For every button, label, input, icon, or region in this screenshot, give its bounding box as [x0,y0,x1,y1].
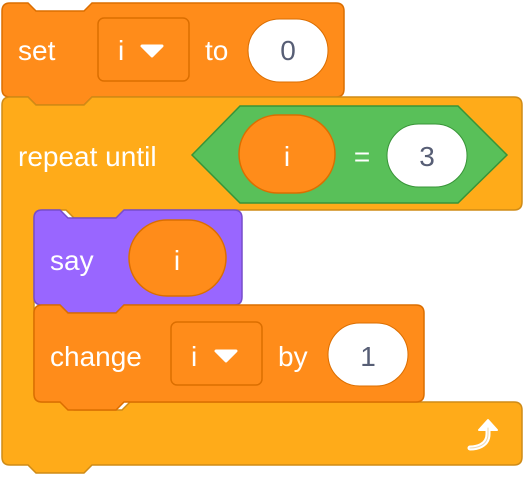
change-keyword: change [50,341,142,372]
say-value-variable: i [174,245,180,276]
set-to-label: to [205,35,228,66]
equals-sign: = [354,141,370,172]
repeat-until-block[interactable]: repeat until i = 3 [1,96,523,474]
set-keyword: set [18,35,56,66]
change-value-text: 1 [360,341,376,372]
repeat-until-keyword: repeat until [18,141,157,172]
change-variable-dropdown[interactable]: i [170,321,263,386]
say-value-reporter[interactable]: i [128,219,227,297]
change-by-label: by [278,341,308,372]
set-value-input[interactable]: 0 [247,18,329,83]
equals-operator-block[interactable]: i = 3 [190,105,509,204]
say-keyword: say [50,245,94,276]
equals-left-variable: i [284,141,290,172]
loop-arrow-icon [467,419,498,451]
dropdown-caret-icon [214,349,238,363]
set-block[interactable]: set i to 0 [1,2,345,106]
dropdown-caret-icon [140,44,164,58]
change-block[interactable]: change i by 1 [33,304,425,411]
equals-right-value: 3 [419,141,435,172]
equals-left-reporter[interactable]: i [238,114,336,194]
change-variable-name: i [191,341,197,372]
equals-right-input[interactable]: 3 [386,123,468,188]
set-variable-name: i [118,35,124,66]
set-variable-dropdown[interactable]: i [97,17,190,82]
set-value-text: 0 [280,35,296,66]
say-block[interactable]: say i [33,209,243,314]
change-value-input[interactable]: 1 [327,322,409,387]
